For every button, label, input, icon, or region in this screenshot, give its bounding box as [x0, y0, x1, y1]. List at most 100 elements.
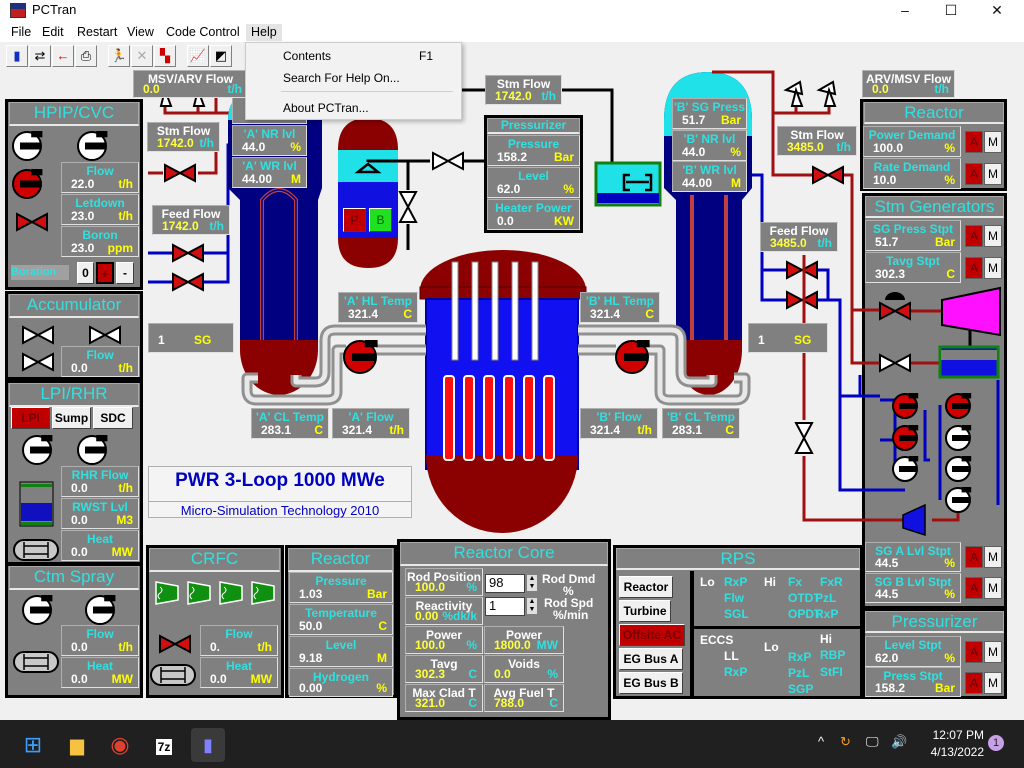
network-icon[interactable]: 🖵 — [866, 734, 879, 749]
valve-icon[interactable] — [432, 151, 464, 171]
menu-help[interactable]: Help — [246, 24, 282, 41]
pzr-proportional-heater-button[interactable]: P — [343, 208, 366, 232]
report-icon[interactable]: ◩ — [210, 45, 232, 67]
rps-turbine-trip-button[interactable]: Turbine — [619, 600, 671, 622]
trip-indicator: OPDT — [788, 607, 822, 621]
eccs-indicator: RxP — [788, 650, 812, 664]
valve-icon[interactable] — [164, 163, 196, 183]
readout-unit: % — [466, 638, 477, 652]
file-explorer-icon[interactable]: ▆ — [70, 735, 84, 755]
7zip-icon[interactable]: 7z — [155, 739, 173, 755]
volume-icon[interactable]: 🔊 — [891, 734, 908, 749]
sump-button[interactable]: Sump — [52, 407, 91, 429]
readout-label: RHR Flow — [71, 468, 129, 482]
auto-mode-button[interactable]: A — [965, 672, 983, 694]
readout-label: Rate Demand — [873, 160, 951, 174]
notification-badge[interactable]: 1 — [988, 735, 1004, 751]
maximize-button[interactable]: ☐ — [944, 2, 958, 18]
chrome-icon[interactable]: ◉ — [110, 732, 130, 757]
auto-mode-button[interactable]: A — [965, 225, 983, 247]
readout-value: 23.0 — [71, 241, 95, 255]
manual-mode-button[interactable]: M — [984, 672, 1002, 694]
boration-zero-button[interactable]: 0 — [77, 262, 94, 284]
auto-mode-button[interactable]: A — [965, 546, 983, 568]
auto-mode-button[interactable]: A — [965, 131, 983, 153]
readout-value: 44.00 — [242, 172, 273, 186]
valve-icon[interactable] — [786, 260, 818, 280]
lpi-button[interactable]: LPI — [11, 407, 50, 429]
readout-value: 321.4 — [590, 423, 621, 437]
menu-restart[interactable]: Restart — [77, 25, 118, 39]
eg-bus-a-button[interactable]: EG Bus A — [619, 648, 683, 670]
readout-unit: M — [731, 176, 741, 190]
readout-label: 'A' CL Temp — [256, 410, 324, 424]
readout-label: Flow — [86, 348, 114, 362]
manual-mode-button[interactable]: M — [984, 131, 1002, 153]
rod-demand-input[interactable]: 98 — [485, 574, 525, 593]
manual-mode-button[interactable]: M — [984, 641, 1002, 663]
readout-unit: C — [314, 423, 323, 437]
tray-overflow-icon[interactable]: ^ — [818, 734, 825, 749]
auto-mode-button[interactable]: A — [965, 577, 983, 599]
manual-mode-button[interactable]: M — [984, 546, 1002, 568]
valve-icon[interactable] — [812, 165, 844, 185]
rod-speed-spinner[interactable]: ▲▼ — [526, 597, 538, 615]
fuel-assembly — [543, 375, 555, 461]
menu-view[interactable]: View — [127, 25, 154, 39]
menu-code-control[interactable]: Code Control — [166, 25, 240, 39]
offsite-ac-button[interactable]: Offsite AC — [619, 624, 685, 646]
readout-label: SG A Lvl Stpt — [875, 544, 951, 558]
pump-icon[interactable] — [615, 340, 650, 374]
sync-icon[interactable]: ↻ — [840, 734, 851, 749]
manual-mode-button[interactable]: M — [984, 257, 1002, 279]
swap-icon[interactable]: ⇄ — [29, 45, 51, 67]
clock[interactable]: 12:07 PM 4/13/2022 — [920, 727, 984, 761]
auto-mode-button[interactable]: A — [965, 257, 983, 279]
readout-unit: KW — [554, 214, 574, 228]
eg-bus-b-button[interactable]: EG Bus B — [619, 672, 683, 694]
exit-icon[interactable]: ▮ — [6, 45, 28, 67]
menu-file[interactable]: File — [11, 25, 32, 39]
readout-unit: t/h — [934, 82, 949, 96]
auto-mode-button[interactable]: A — [965, 163, 983, 185]
plot-icon[interactable]: 📈 — [187, 45, 209, 67]
boration-minus-button[interactable]: - — [116, 262, 134, 284]
valve-icon[interactable] — [172, 272, 204, 292]
auto-mode-button[interactable]: A — [965, 641, 983, 663]
valve-icon[interactable] — [794, 422, 814, 454]
pctran-taskbar-icon[interactable]: ▮ — [191, 728, 225, 762]
valve-icon[interactable] — [172, 243, 204, 263]
rod-speed-input[interactable]: 1 — [485, 597, 525, 616]
windows-start-icon[interactable]: ⊞ — [23, 732, 43, 757]
pump-icon[interactable] — [343, 340, 378, 374]
malfunction-icon[interactable]: ▚ — [154, 45, 176, 67]
menu-item-search-help[interactable]: Search For Help On... — [283, 71, 400, 85]
stop-icon[interactable]: ✕ — [131, 45, 153, 67]
manual-mode-button[interactable]: M — [984, 163, 1002, 185]
rod-demand-spinner[interactable]: ▲▼ — [526, 574, 538, 592]
run-icon[interactable]: 🏃 — [108, 45, 130, 67]
back-icon[interactable]: ← — [52, 45, 74, 67]
rps-reactor-trip-button[interactable]: Reactor — [619, 576, 673, 598]
valve-icon[interactable] — [786, 290, 818, 310]
pzr-backup-heater-button[interactable]: B — [369, 208, 392, 232]
readout-unit: C — [725, 423, 734, 437]
close-button[interactable]: ✕ — [991, 2, 1003, 18]
sdc-button[interactable]: SDC — [93, 407, 133, 429]
boration-plus-button[interactable]: + — [96, 262, 114, 284]
panel-title: Accumulator — [9, 294, 139, 318]
print-icon[interactable]: ⎙ — [75, 45, 97, 67]
manual-mode-button[interactable]: M — [984, 225, 1002, 247]
menu-edit[interactable]: Edit — [42, 25, 64, 39]
readout-unit: C — [468, 696, 477, 710]
trip-indicator: RxP — [724, 575, 748, 589]
manual-mode-button[interactable]: M — [984, 577, 1002, 599]
readout-value: 51.7 — [682, 113, 706, 127]
eccs-label: ECCS — [700, 633, 734, 647]
menu-item-about[interactable]: About PCTran... — [283, 101, 369, 115]
minimize-button[interactable]: – — [901, 2, 909, 18]
valve-icon[interactable] — [398, 191, 418, 223]
